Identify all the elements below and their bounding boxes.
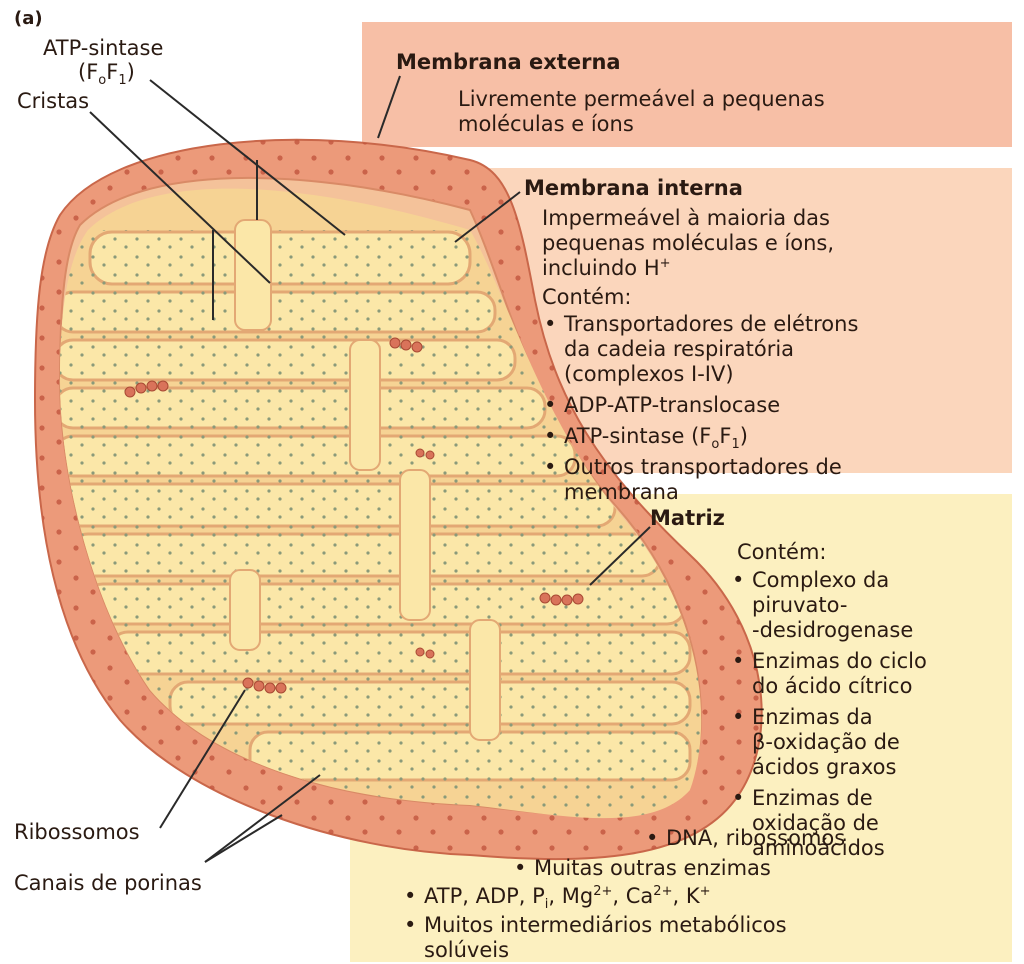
cristae-label: Cristas — [17, 89, 89, 114]
porin-channels-label: Canais de porinas — [14, 871, 202, 896]
list-item: Transportadores de elétrons da cadeia re… — [540, 312, 858, 387]
list-item: ADP-ATP-translocase — [540, 393, 858, 418]
matrix-list: Complexo da piruvato- -desidrogenase Enz… — [728, 568, 927, 861]
inner-membrane-description: Impermeável à maioria das pequenas moléc… — [542, 206, 834, 310]
matrix-contains-label: Contém: — [737, 540, 827, 565]
inner-membrane-title: Membrana interna — [524, 176, 743, 201]
list-item: Muitos intermediários metabólicos solúve… — [400, 913, 787, 963]
outer-membrane-description-line: moléculas e íons — [458, 112, 825, 137]
outer-membrane-description: Livremente permeável a pequenas molécula… — [458, 87, 825, 137]
list-item: Outros transportadores de membrana — [540, 455, 858, 505]
list-item: Enzimas do ciclo do ácido cítrico — [728, 649, 927, 699]
list-item: Muitas outras enzimas — [510, 856, 771, 881]
panel-label: (a) — [14, 6, 43, 31]
outer-membrane-description-line: Livremente permeável a pequenas — [458, 87, 825, 112]
inner-membrane-description-line: incluindo H+ — [542, 256, 834, 281]
list-item: DNA, ribossomos — [642, 826, 845, 851]
outer-membrane-leader — [378, 76, 400, 138]
outer-membrane-title: Membrana externa — [396, 50, 621, 75]
matrix-list-intermediates: Muitos intermediários metabólicos solúve… — [400, 913, 787, 963]
list-item: ATP, ADP, Pi, Mg2+, Ca2+, K+ — [400, 884, 711, 909]
list-item: Complexo da piruvato- -desidrogenase — [728, 568, 927, 643]
inner-membrane-list: Transportadores de elétrons da cadeia re… — [540, 312, 858, 505]
matrix-list-ions: ATP, ADP, Pi, Mg2+, Ca2+, K+ — [400, 884, 711, 909]
atp-synthase-label: ATP-sintase — [43, 36, 163, 61]
matrix-list-dna: DNA, ribossomos — [642, 826, 845, 851]
matrix-title: Matriz — [650, 506, 725, 531]
porin-leader-2 — [205, 815, 282, 862]
inner-membrane-contains-label: Contém: — [542, 285, 834, 310]
ribosomes-label: Ribossomos — [14, 820, 140, 845]
list-item: Enzimas da β-oxidação de ácidos graxos — [728, 705, 927, 780]
atp-synthase-formula: (FoF1) — [78, 60, 135, 85]
matrix-list-other-enzymes: Muitas outras enzimas — [510, 856, 771, 881]
inner-membrane-description-line: pequenas moléculas e íons, — [542, 231, 834, 256]
inner-membrane-description-line: Impermeável à maioria das — [542, 206, 834, 231]
list-item: ATP-sintase (FoF1) — [540, 424, 858, 449]
